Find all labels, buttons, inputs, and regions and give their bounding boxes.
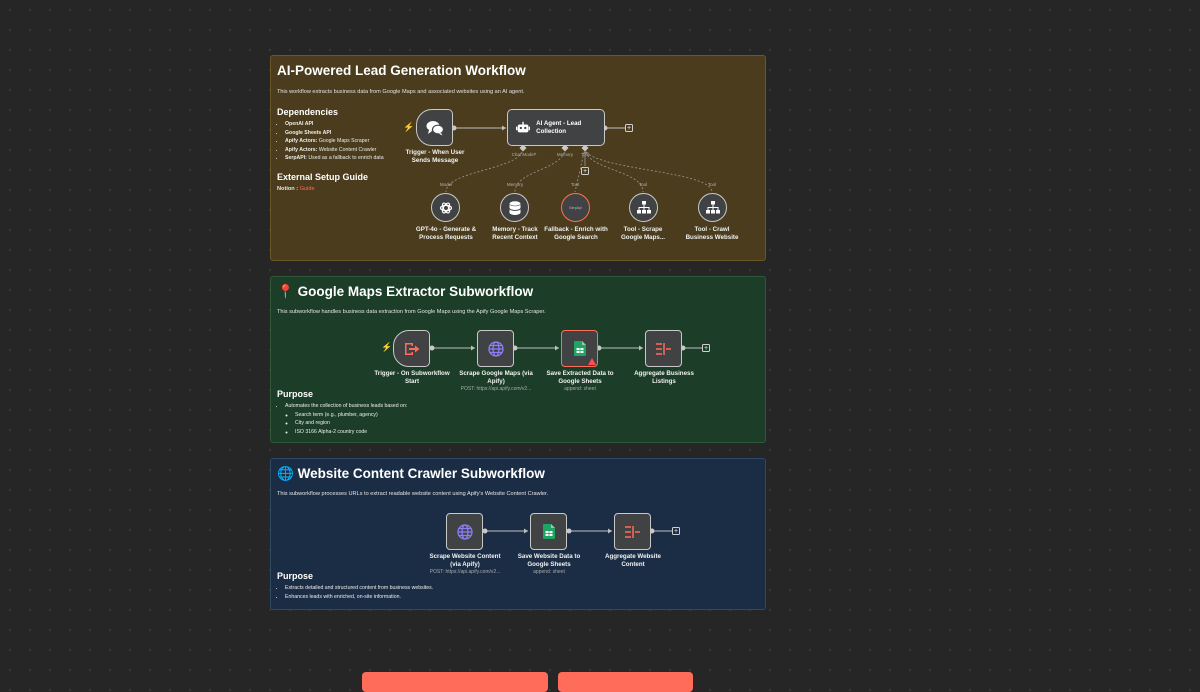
subworkflow-trigger-node[interactable]	[393, 330, 430, 367]
globe-icon	[487, 340, 504, 357]
chat-model-port-label: Chat Model*	[511, 152, 537, 157]
dependency-item: Apify Actors: Website Content Crawler	[285, 146, 384, 155]
crawler-purpose-heading: Purpose	[277, 571, 314, 581]
lightning-icon: ⚡	[381, 342, 393, 352]
globe-emoji-icon: 🌐	[277, 466, 294, 481]
save-website-subtitle: append: sheet	[533, 569, 565, 575]
memory-node[interactable]	[500, 193, 529, 222]
aggregate-website-node[interactable]	[614, 513, 651, 550]
secondary-action-button[interactable]	[558, 672, 693, 692]
robot-icon	[516, 121, 531, 132]
purpose-subitem: ISO 3166 Alpha-2 country code	[295, 428, 407, 437]
google-sheets-icon	[573, 341, 586, 356]
primary-action-button[interactable]	[362, 672, 548, 692]
aggregate-listings-label: Aggregate Business Listings	[634, 370, 694, 385]
guide-link[interactable]: Guide	[299, 186, 315, 192]
setup-guide-heading: External Setup Guide	[277, 172, 369, 182]
purpose-subitem: City and region	[295, 419, 407, 428]
ai-agent-label: AI Agent - Lead Collection	[536, 120, 582, 135]
tool-port-label: Tool	[580, 152, 590, 157]
save-website-label: Save Website Data to Google Sheets	[517, 553, 581, 568]
dependency-item: Apify Actors: Google Maps Scraper	[285, 137, 384, 146]
save-maps-subtitle: append: sheet	[564, 386, 596, 392]
setup-guide-line: Notion : Guide	[277, 186, 315, 192]
plus-icon[interactable]: +	[672, 527, 680, 535]
memory-tag: Memory	[506, 182, 524, 187]
plus-icon[interactable]: +	[702, 344, 710, 352]
aggregate-icon	[624, 525, 640, 538]
model-tag: Model	[439, 182, 453, 187]
tool-tag: Tool	[570, 182, 580, 187]
tool-tag: Tool	[707, 182, 717, 187]
tool-crawl-label: Tool - Crawl Business Website	[685, 226, 739, 241]
fallback-node[interactable]: SerpApi	[561, 193, 590, 222]
plus-icon[interactable]: +	[581, 167, 589, 175]
sitemap-icon	[705, 201, 720, 214]
database-icon	[508, 200, 521, 215]
scrape-maps-label: Scrape Google Maps (via Apify)	[459, 370, 533, 385]
memory-label: Memory - Track Recent Context	[492, 226, 538, 241]
pin-icon: 📍	[277, 284, 294, 299]
sticky-note-crawler[interactable]: 🌐 Website Content Crawler Subworkflow Th…	[270, 458, 766, 610]
scrape-maps-subtitle: POST: https://api.apify.com/v2...	[460, 386, 532, 392]
aggregate-listings-node[interactable]	[645, 330, 682, 367]
trigger-chat-node[interactable]	[416, 109, 453, 146]
maps-description: This subworkflow handles business data e…	[277, 309, 546, 315]
sticky-note-maps[interactable]: 📍 Google Maps Extractor Subworkflow This…	[270, 276, 766, 443]
memory-port-label: Memory	[556, 152, 574, 157]
sitemap-icon	[636, 201, 651, 214]
trigger-chat-label: Trigger - When User Sends Message	[405, 149, 465, 164]
gpt-label: GPT-4o - Generate & Process Requests	[415, 226, 477, 241]
chat-bubbles-icon	[426, 120, 444, 135]
dependency-item: SerpAPI: Used as a fallback to enrich da…	[285, 154, 384, 163]
save-maps-label: Save Extracted Data to Google Sheets	[546, 370, 614, 385]
ai-agent-node[interactable]: AI Agent - Lead Collection	[507, 109, 605, 146]
purpose-item: Extracts detailed and structured content…	[285, 584, 433, 593]
crawler-description: This subworkflow processes URLs to extra…	[277, 491, 549, 497]
subworkflow-trigger-label: Trigger - On Subworkflow Start	[374, 370, 450, 385]
scrape-website-subtitle: POST: https://api.apify.com/v2...	[429, 569, 501, 575]
maps-purpose-heading: Purpose	[277, 389, 314, 399]
maps-purpose-list: Automates the collection of business lea…	[271, 402, 407, 436]
lightning-icon: ⚡	[403, 122, 415, 132]
globe-icon	[456, 523, 473, 540]
dependency-item: OpenAI API	[285, 120, 384, 129]
plus-icon[interactable]: +	[625, 124, 633, 132]
aggregate-website-label: Aggregate Website Content	[605, 553, 661, 568]
dependencies-list: OpenAI API Google Sheets API Apify Actor…	[271, 120, 384, 163]
crawler-purpose-list: Extracts detailed and structured content…	[271, 584, 433, 601]
tool-crawl-node[interactable]	[698, 193, 727, 222]
tool-tag: Tool	[638, 182, 648, 187]
maps-title: 📍 Google Maps Extractor Subworkflow	[277, 284, 534, 299]
serpapi-logo-text: SerpApi	[569, 205, 582, 210]
openai-icon	[439, 201, 452, 214]
google-sheets-icon	[542, 524, 555, 539]
gpt-node[interactable]	[431, 193, 460, 222]
save-website-node[interactable]	[530, 513, 567, 550]
scrape-maps-node[interactable]	[477, 330, 514, 367]
dependency-item: Google Sheets API	[285, 129, 384, 138]
aggregate-icon	[655, 342, 671, 355]
purpose-item: Enhances leads with enriched, on-site in…	[285, 593, 433, 602]
scrape-website-node[interactable]	[446, 513, 483, 550]
main-description: This workflow extracts business data fro…	[277, 89, 525, 95]
purpose-item: Automates the collection of business lea…	[285, 402, 407, 436]
fallback-label: Fallback - Enrich with Google Search	[544, 226, 608, 241]
main-title: AI-Powered Lead Generation Workflow	[277, 63, 526, 78]
tool-maps-node[interactable]	[629, 193, 658, 222]
tool-maps-label: Tool - Scrape Google Maps...	[620, 226, 665, 241]
crawler-title: 🌐 Website Content Crawler Subworkflow	[277, 466, 545, 481]
purpose-subitem: Search term (e.g., plumber, agency)	[295, 411, 407, 420]
scrape-website-label: Scrape Website Content (via Apify)	[429, 553, 501, 568]
sign-in-icon	[404, 342, 419, 355]
warning-icon[interactable]	[588, 358, 596, 365]
dependencies-heading: Dependencies	[277, 107, 339, 117]
